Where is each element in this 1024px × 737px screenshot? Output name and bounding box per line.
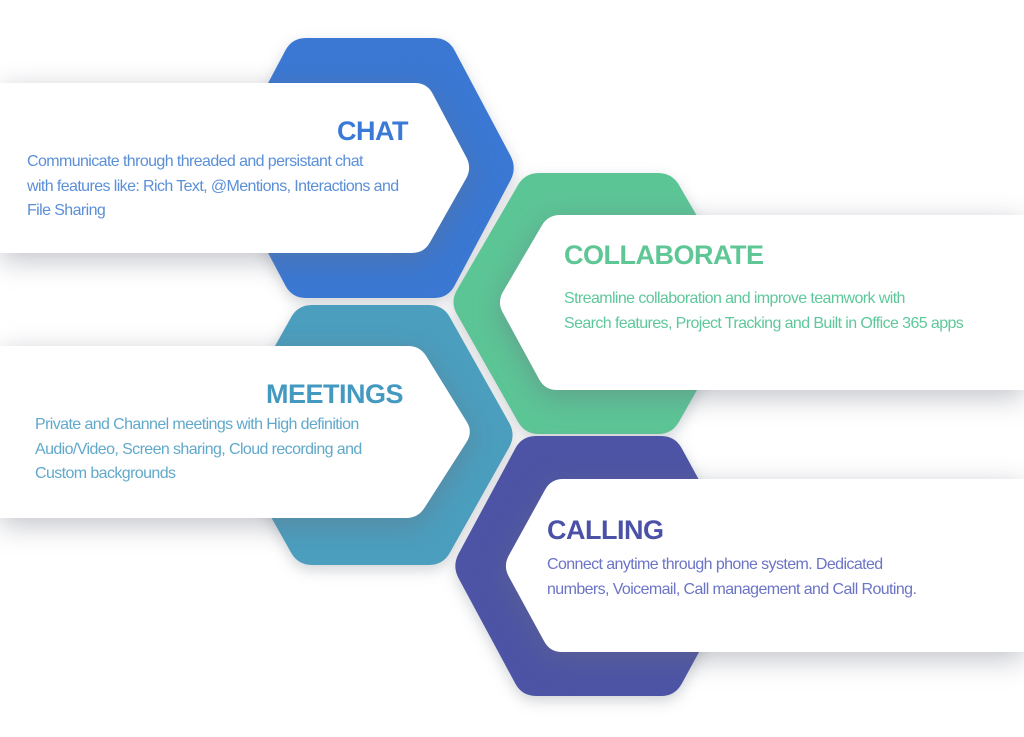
meetings-title: MEETINGS: [265, 379, 404, 409]
chat-description: Communicate through threaded and persist…: [27, 153, 399, 219]
meetings-description: Private and Channel meetings with High d…: [35, 416, 362, 482]
chat-title: CHAT: [337, 116, 408, 146]
calling-description: Connect anytime through phone system. De…: [547, 556, 917, 598]
collaborate-description: Streamline collaboration and improve tea…: [564, 290, 964, 332]
collaborate-title: COLLABORATE: [564, 240, 764, 270]
calling-title: CALLING: [547, 515, 664, 545]
